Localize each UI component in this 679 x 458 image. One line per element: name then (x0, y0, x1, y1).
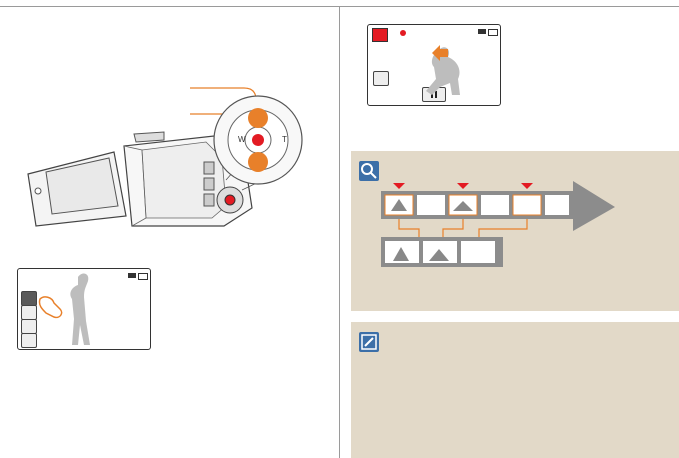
camera-icon[interactable] (21, 305, 37, 320)
preview-tip-box (351, 151, 679, 311)
note-box (351, 322, 679, 458)
lcd-preview-screen (367, 24, 501, 106)
camcorder-illustration (27, 127, 285, 227)
column-divider (339, 6, 340, 458)
zoom-lever-callout (190, 87, 303, 185)
pencil-note-icon (359, 332, 379, 352)
zoom-icon[interactable] (21, 319, 37, 334)
lcd-mode-screen (17, 268, 151, 350)
battery-icon (138, 273, 148, 280)
lcd-figure (38, 273, 90, 345)
film-strip-diagram (381, 181, 615, 267)
battery-icon (488, 29, 498, 36)
memory-card-icon (478, 29, 486, 34)
play-icon[interactable] (21, 333, 37, 348)
video-mode-icon[interactable] (21, 291, 37, 306)
camcorder-lcd-panel (27, 151, 127, 227)
magnifier-icon (359, 161, 379, 181)
memory-card-icon (128, 273, 136, 278)
record-indicator-icon (400, 30, 406, 36)
video-mode-icon (372, 28, 388, 42)
wide-label: W (238, 135, 246, 144)
lcd-dancer-figure (426, 45, 460, 95)
zoom-icon[interactable] (373, 71, 389, 86)
camcorder-body (123, 131, 253, 227)
tele-label: T (282, 135, 287, 144)
